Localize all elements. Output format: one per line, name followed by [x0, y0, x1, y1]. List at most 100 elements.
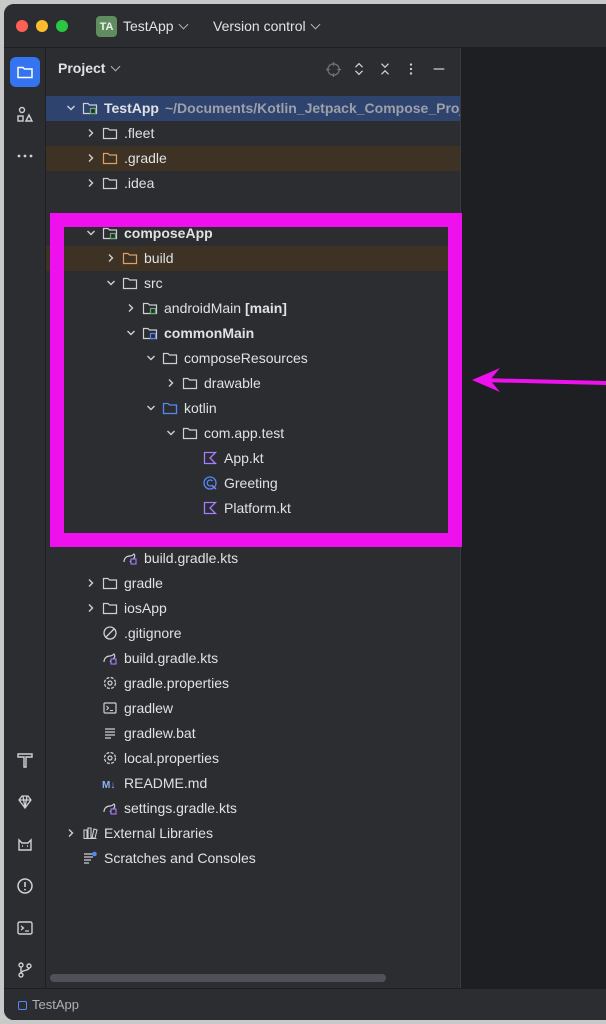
tree-item-label: Platform.kt — [224, 500, 291, 516]
tree-row[interactable]: local.properties — [46, 746, 460, 771]
tree-row[interactable] — [46, 521, 460, 546]
chevron-down-icon[interactable] — [146, 353, 156, 363]
chevron-right-icon[interactable] — [126, 303, 136, 313]
status-breadcrumb[interactable]: TestApp — [32, 997, 79, 1012]
git-branch-icon — [18, 962, 32, 978]
tree-row[interactable]: Platform.kt — [46, 496, 460, 521]
git-tool-button[interactable] — [10, 955, 40, 985]
build-tool-button[interactable] — [10, 745, 40, 775]
chevron-right-icon[interactable] — [86, 578, 96, 588]
tree-row[interactable]: Greeting — [46, 471, 460, 496]
tree-row[interactable]: androidMain [main] — [46, 296, 460, 321]
tree-row[interactable]: build.gradle.kts — [46, 646, 460, 671]
tree-item-label: settings.gradle.kts — [124, 800, 237, 816]
tree-row[interactable]: gradlew — [46, 696, 460, 721]
tree-row[interactable]: build — [46, 246, 460, 271]
tree-row[interactable]: src — [46, 271, 460, 296]
tree-row[interactable]: gradlew.bat — [46, 721, 460, 746]
collapse-all-button[interactable] — [376, 60, 394, 78]
kotlin-file-icon — [202, 500, 218, 516]
expand-all-button[interactable] — [350, 60, 368, 78]
chevron-right-icon[interactable] — [86, 603, 96, 613]
libraries-icon — [82, 825, 98, 841]
hide-panel-button[interactable] — [430, 60, 448, 78]
chevron-right-icon[interactable] — [106, 253, 116, 263]
more-tools-button[interactable] — [10, 141, 40, 171]
tree-item-label: iosApp — [124, 600, 167, 616]
tree-row[interactable]: composeResources — [46, 346, 460, 371]
title-bar: TA TestApp Version control — [4, 4, 606, 48]
tree-item-label: commonMain — [164, 325, 254, 341]
chevron-down-icon[interactable] — [126, 328, 136, 338]
tree-row[interactable]: .gradle — [46, 146, 460, 171]
chevron-down-icon[interactable] — [166, 428, 176, 438]
tree-item-name: local.properties — [124, 750, 219, 766]
folder-icon — [182, 425, 198, 441]
chevron-down-icon[interactable] — [66, 103, 76, 113]
project-switcher[interactable]: TestApp — [123, 18, 189, 34]
logcat-tool-button[interactable] — [10, 829, 40, 859]
tree-row[interactable]: gradle — [46, 571, 460, 596]
tree-row[interactable]: build.gradle.kts — [46, 546, 460, 571]
tree-row[interactable]: External Libraries — [46, 821, 460, 846]
tree-item-name: composeResources — [184, 350, 308, 366]
folder-icon — [102, 600, 118, 616]
tree-item-name: drawable — [204, 375, 261, 391]
chevron-right-icon[interactable] — [86, 128, 96, 138]
select-opened-file-button[interactable] — [324, 60, 342, 78]
chevron-down-icon[interactable] — [86, 228, 96, 238]
problems-tool-button[interactable] — [10, 871, 40, 901]
diamond-icon — [18, 795, 32, 810]
tree-item-name: kotlin — [184, 400, 217, 416]
minimize-window-button[interactable] — [36, 20, 48, 32]
terminal-tool-button[interactable] — [10, 913, 40, 943]
tree-item-label: composeResources — [184, 350, 308, 366]
tree-item-label: build.gradle.kts — [124, 650, 218, 666]
tree-row[interactable]: gradle.properties — [46, 671, 460, 696]
options-button[interactable] — [402, 60, 420, 78]
structure-icon — [17, 106, 34, 122]
gemini-tool-button[interactable] — [10, 787, 40, 817]
tree-row[interactable]: TestApp~/Documents/Kotlin_Jetpack_Compos… — [46, 96, 479, 121]
tree-item-label: gradlew.bat — [124, 725, 196, 741]
vcs-menu[interactable]: Version control — [213, 18, 321, 34]
kotlin-file-icon — [202, 450, 218, 466]
tree-item-name: gradlew.bat — [124, 725, 196, 741]
folder-orange-icon — [122, 250, 138, 266]
tree-row[interactable]: com.app.test — [46, 421, 460, 446]
close-window-button[interactable] — [16, 20, 28, 32]
tree-row[interactable]: kotlin — [46, 396, 460, 421]
tree-item-name: androidMain — [164, 300, 242, 316]
tree-row[interactable]: M↓README.md — [46, 771, 460, 796]
folder-icon — [102, 575, 118, 591]
tree-row[interactable]: Scratches and Consoles — [46, 846, 460, 871]
folder-icon — [182, 375, 198, 391]
tree-row[interactable]: App.kt — [46, 446, 460, 471]
terminal-file-icon — [102, 700, 118, 716]
chevron-right-icon[interactable] — [86, 178, 96, 188]
chevron-right-icon[interactable] — [66, 828, 76, 838]
project-tool-button[interactable] — [10, 57, 40, 87]
tree-row[interactable]: composeApp — [46, 221, 460, 246]
tree-item-name: .gitignore — [124, 625, 182, 641]
horizontal-scrollbar[interactable] — [50, 974, 386, 982]
project-view-selector[interactable]: Project — [58, 60, 121, 76]
tree-row[interactable]: .gitignore — [46, 621, 460, 646]
tree-item-name: build.gradle.kts — [124, 650, 219, 666]
tree-row[interactable]: commonMain — [46, 321, 460, 346]
zoom-window-button[interactable] — [56, 20, 68, 32]
chevron-down-icon[interactable] — [146, 403, 156, 413]
tree-row[interactable]: iosApp — [46, 596, 460, 621]
chevron-down-icon[interactable] — [106, 278, 116, 288]
tree-row[interactable]: drawable — [46, 371, 460, 396]
tree-row[interactable]: .fleet — [46, 121, 460, 146]
tree-item-name: commonMain — [164, 325, 255, 341]
tool-window-strip — [4, 48, 46, 988]
scratches-icon — [82, 850, 98, 866]
structure-tool-button[interactable] — [10, 99, 40, 129]
chevron-right-icon[interactable] — [166, 378, 176, 388]
chevron-right-icon[interactable] — [86, 153, 96, 163]
tree-row[interactable]: .idea — [46, 171, 460, 196]
tree-row[interactable]: settings.gradle.kts — [46, 796, 460, 821]
tree-row[interactable] — [46, 196, 460, 221]
